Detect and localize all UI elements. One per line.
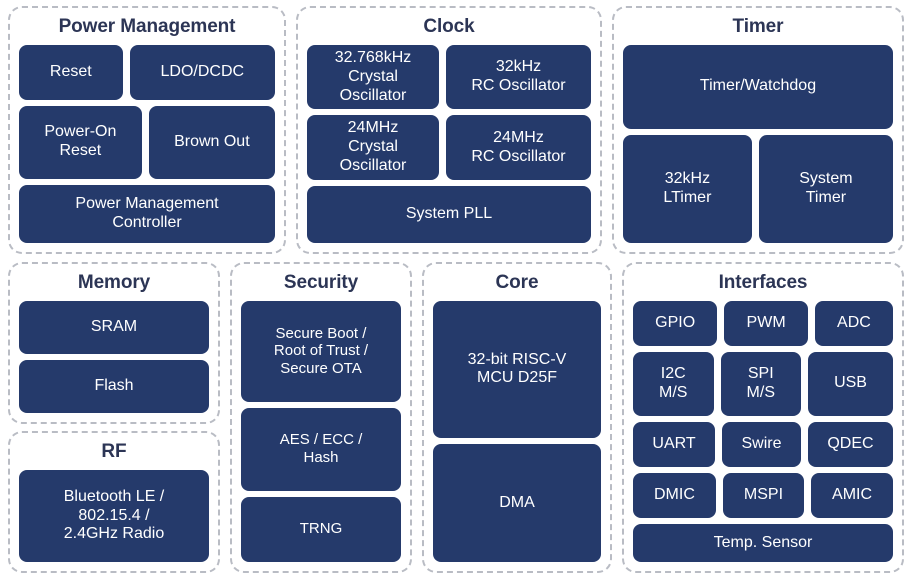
- block-32-bit-risc-v-mcu-d25f[interactable]: 32-bit RISC-V MCU D25F: [433, 300, 601, 438]
- panel-clock: Clock 32.768kHz Crystal Oscillator 32kHz…: [296, 6, 602, 254]
- block-dma[interactable]: DMA: [433, 443, 601, 563]
- block-ldo-dcdc[interactable]: LDO/DCDC: [129, 44, 276, 100]
- block-i2c-ms[interactable]: I2C M/S: [633, 351, 714, 416]
- panel-body-security: Secure Boot / Root of Trust / Secure OTA…: [241, 300, 401, 562]
- panel-memory: Memory SRAM Flash: [8, 262, 220, 424]
- block-bluetooth-le-radio[interactable]: Bluetooth LE / 802.15.4 / 2.4GHz Radio: [19, 469, 209, 562]
- power-management-row-1: Reset LDO/DCDC: [19, 44, 276, 100]
- panel-title-security: Security: [283, 272, 359, 293]
- interfaces-row-1: GPIO PWM ADC: [633, 300, 893, 346]
- block-temp-sensor[interactable]: Temp. Sensor: [633, 524, 893, 563]
- block-pwm[interactable]: PWM: [724, 300, 808, 346]
- security-row-1: Secure Boot / Root of Trust / Secure OTA: [241, 300, 401, 402]
- panel-title-clock: Clock: [423, 16, 475, 37]
- block-flash[interactable]: Flash: [19, 359, 209, 414]
- block-timer-watchdog[interactable]: Timer/Watchdog: [623, 44, 893, 129]
- panel-title-memory: Memory: [77, 272, 151, 293]
- block-adc[interactable]: ADC: [814, 300, 893, 346]
- panel-title-timer: Timer: [732, 16, 784, 37]
- block-aes-ecc-hash[interactable]: AES / ECC / Hash: [241, 407, 401, 491]
- block-qdec[interactable]: QDEC: [807, 421, 893, 467]
- security-row-3: TRNG: [241, 496, 401, 562]
- memory-row-1: SRAM: [19, 300, 209, 354]
- block-sram[interactable]: SRAM: [19, 300, 209, 354]
- panel-body-clock: 32.768kHz Crystal Oscillator 32kHz RC Os…: [307, 44, 591, 243]
- panel-interfaces: Interfaces GPIO PWM ADC I2C M/S SPI M/S …: [622, 262, 904, 573]
- block-mspi[interactable]: MSPI: [722, 472, 805, 519]
- block-32khz-rc-oscillator[interactable]: 32kHz RC Oscillator: [446, 44, 591, 110]
- rf-row-1: Bluetooth LE / 802.15.4 / 2.4GHz Radio: [19, 469, 209, 562]
- block-power-management-controller[interactable]: Power Management Controller: [19, 185, 275, 244]
- panel-body-rf: Bluetooth LE / 802.15.4 / 2.4GHz Radio: [19, 469, 209, 562]
- panel-title-interfaces: Interfaces: [718, 272, 808, 293]
- panel-core: Core 32-bit RISC-V MCU D25F DMA: [422, 262, 612, 573]
- clock-row-1: 32.768kHz Crystal Oscillator 32kHz RC Os…: [307, 44, 591, 110]
- block-system-pll[interactable]: System PLL: [307, 185, 591, 243]
- bottom-panel-row: Memory SRAM Flash RF Bluetooth LE / 802.…: [8, 262, 904, 573]
- panel-timer: Timer Timer/Watchdog 32kHz LTimer System…: [612, 6, 904, 254]
- power-management-row-2: Power-On Reset Brown Out: [19, 105, 275, 180]
- block-usb[interactable]: USB: [808, 351, 893, 416]
- block-24mhz-rc-oscillator[interactable]: 24MHz RC Oscillator: [446, 115, 591, 180]
- panel-title-power-management: Power Management: [58, 16, 236, 37]
- block-power-on-reset[interactable]: Power-On Reset: [19, 105, 142, 180]
- panel-power-management: Power Management Reset LDO/DCDC Power-On…: [8, 6, 286, 254]
- block-reset[interactable]: Reset: [19, 44, 123, 100]
- panel-body-interfaces: GPIO PWM ADC I2C M/S SPI M/S USB UART Sw…: [633, 300, 894, 563]
- interfaces-row-2: I2C M/S SPI M/S USB: [633, 351, 893, 416]
- block-uart[interactable]: UART: [633, 421, 716, 467]
- clock-row-3: System PLL: [307, 185, 591, 243]
- security-row-2: AES / ECC / Hash: [241, 407, 401, 491]
- block-32768khz-crystal-oscillator[interactable]: 32.768kHz Crystal Oscillator: [307, 44, 439, 110]
- block-swire[interactable]: Swire: [722, 421, 801, 467]
- block-secure-boot-root-of-trust-secure-ota[interactable]: Secure Boot / Root of Trust / Secure OTA: [241, 300, 401, 402]
- block-system-timer[interactable]: System Timer: [758, 134, 893, 243]
- core-row-1: 32-bit RISC-V MCU D25F: [433, 300, 601, 438]
- panel-body-timer: Timer/Watchdog 32kHz LTimer System Timer: [623, 44, 893, 243]
- panel-body-core: 32-bit RISC-V MCU D25F DMA: [433, 300, 601, 563]
- panel-body-memory: SRAM Flash: [19, 300, 209, 414]
- interfaces-row-5: Temp. Sensor: [633, 524, 893, 563]
- panel-body-power-management: Reset LDO/DCDC Power-On Reset Brown Out …: [19, 44, 276, 244]
- memory-row-2: Flash: [19, 359, 209, 414]
- power-management-row-3: Power Management Controller: [19, 185, 275, 244]
- timer-row-2: 32kHz LTimer System Timer: [623, 134, 893, 243]
- top-panel-row: Power Management Reset LDO/DCDC Power-On…: [8, 6, 904, 254]
- interfaces-row-4: DMIC MSPI AMIC: [633, 472, 894, 519]
- timer-row-1: Timer/Watchdog: [623, 44, 893, 129]
- block-dmic[interactable]: DMIC: [633, 472, 716, 519]
- core-row-2: DMA: [433, 443, 601, 563]
- memory-rf-stack: Memory SRAM Flash RF Bluetooth LE / 802.…: [8, 262, 220, 573]
- block-amic[interactable]: AMIC: [811, 472, 894, 519]
- panel-title-core: Core: [495, 272, 539, 293]
- interfaces-row-3: UART Swire QDEC: [633, 421, 893, 467]
- panel-rf: RF Bluetooth LE / 802.15.4 / 2.4GHz Radi…: [8, 431, 220, 573]
- panel-title-rf: RF: [101, 441, 127, 462]
- clock-row-2: 24MHz Crystal Oscillator 24MHz RC Oscill…: [307, 115, 591, 180]
- block-trng[interactable]: TRNG: [241, 496, 401, 562]
- block-32khz-ltimer[interactable]: 32kHz LTimer: [623, 134, 752, 243]
- block-24mhz-crystal-oscillator[interactable]: 24MHz Crystal Oscillator: [307, 115, 439, 180]
- block-spi-ms[interactable]: SPI M/S: [720, 351, 802, 416]
- block-brown-out[interactable]: Brown Out: [148, 105, 275, 180]
- block-gpio[interactable]: GPIO: [633, 300, 718, 346]
- panel-security: Security Secure Boot / Root of Trust / S…: [230, 262, 412, 573]
